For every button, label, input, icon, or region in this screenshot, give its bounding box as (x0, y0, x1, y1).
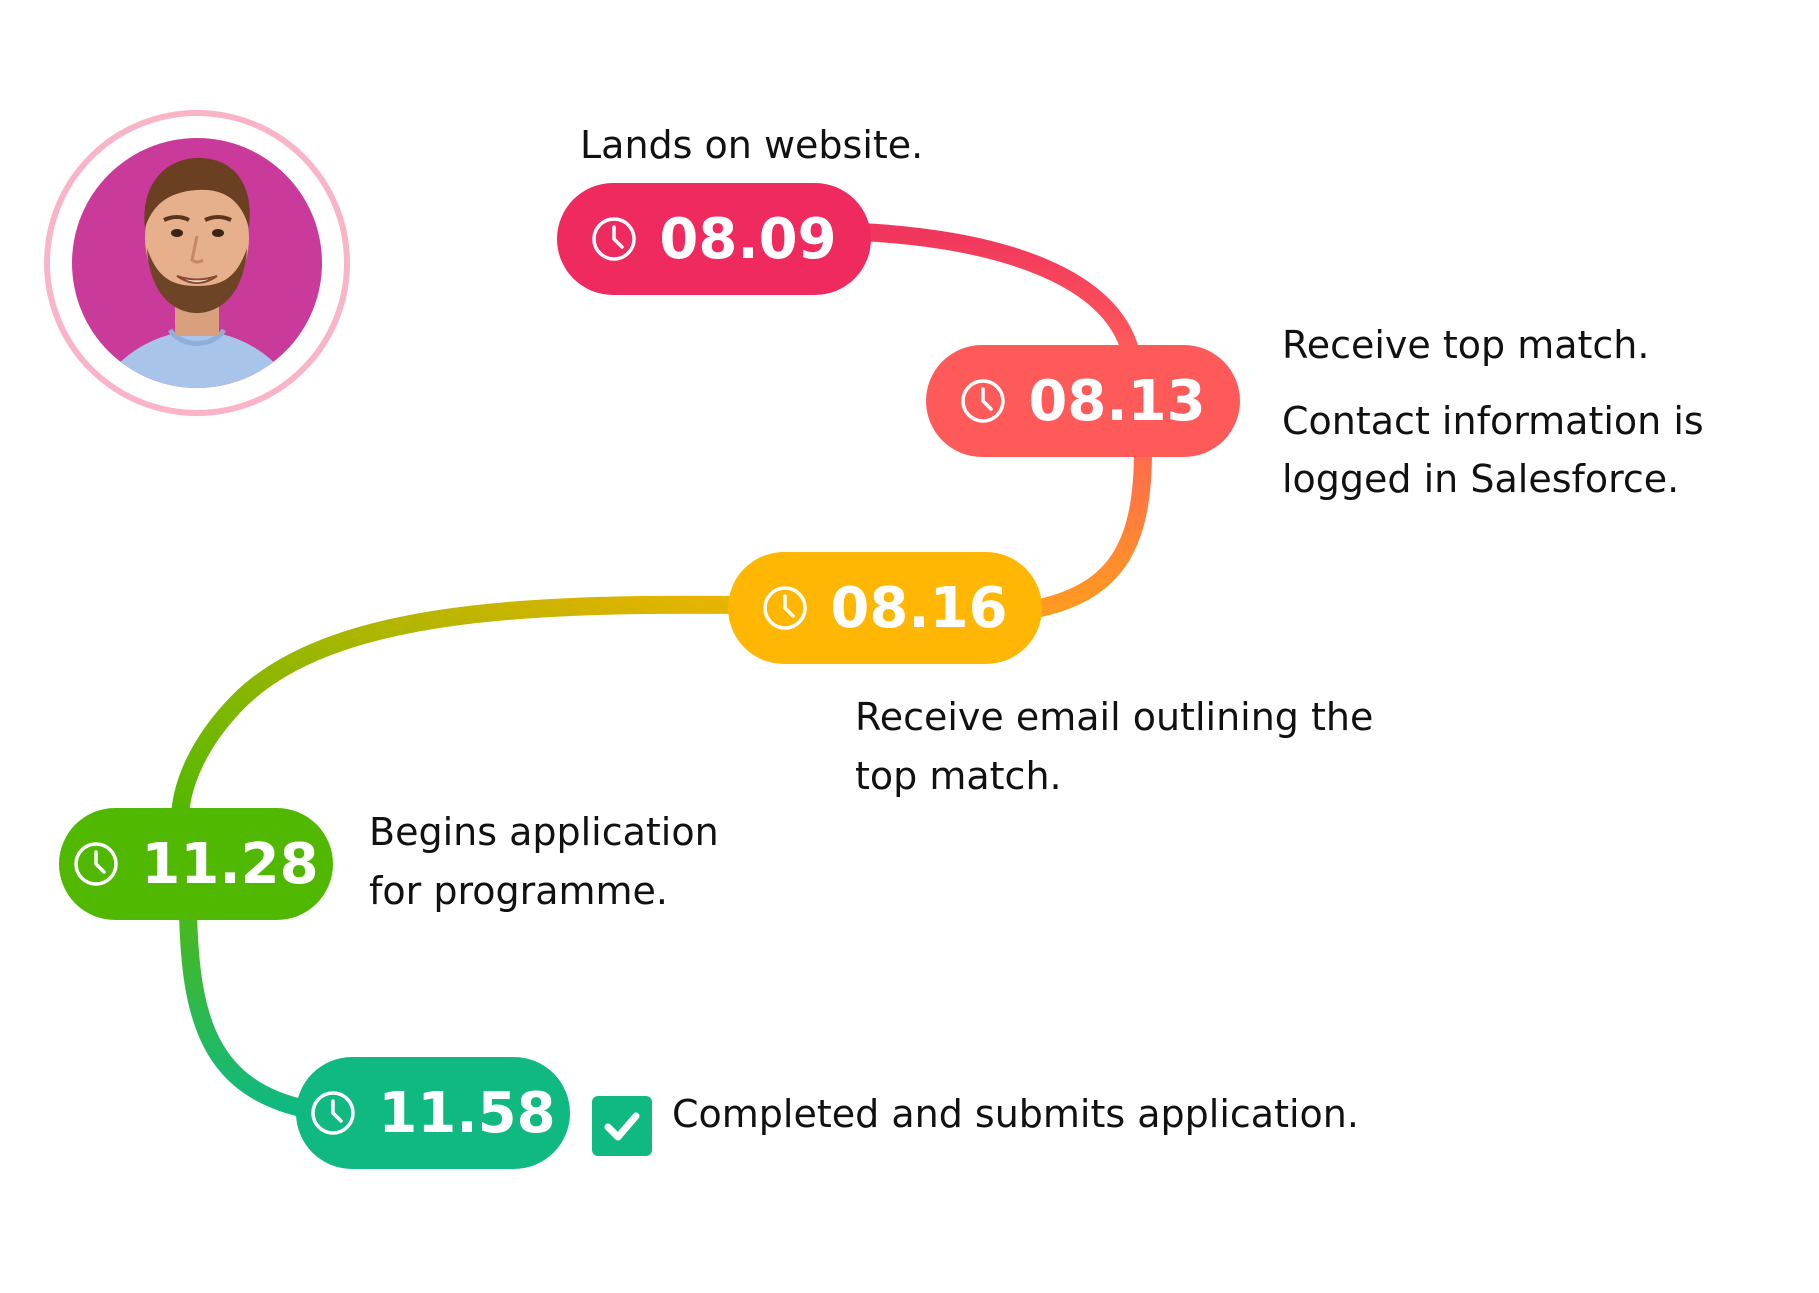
connector-0816-to-1128 (171, 595, 744, 829)
step-label-0813-a: Receive top match. (1282, 323, 1650, 367)
clock-icon (592, 217, 637, 261)
time-label: 08.09 (659, 206, 837, 272)
connector-1128-to-1158 (179, 901, 319, 1119)
step-label-0816-line2: top match. (855, 754, 1062, 798)
clock-icon (74, 842, 119, 886)
clock-icon (763, 586, 808, 630)
step-label-1128-line2: for programme. (369, 869, 669, 913)
time-pill-0809: 08.09 (557, 183, 871, 295)
time-pill-1158: 11.58 (296, 1057, 570, 1169)
connector-0813-to-0816 (1031, 441, 1152, 617)
clock-icon (961, 379, 1006, 423)
time-label: 11.28 (141, 831, 319, 897)
clock-icon (311, 1091, 356, 1135)
time-pill-0813: 08.13 (926, 345, 1240, 457)
avatar (44, 110, 350, 416)
time-pill-0816: 08.16 (728, 552, 1042, 664)
time-pill-1128: 11.28 (59, 808, 333, 920)
step-label-0809: Lands on website. (580, 123, 924, 167)
step-label-0816-line1: Receive email outlining the (855, 695, 1374, 739)
time-label: 08.13 (1028, 368, 1206, 434)
connector-0809-to-0813 (853, 223, 1139, 359)
checkmark-icon (592, 1096, 652, 1156)
time-label: 11.58 (378, 1080, 556, 1146)
step-label-1158: Completed and submits application. (672, 1092, 1359, 1136)
time-label: 08.16 (830, 575, 1008, 641)
step-label-0813-b-line2: logged in Salesforce. (1282, 457, 1680, 501)
step-label-1128-line1: Begins application (369, 810, 719, 854)
step-label-0813-b-line1: Contact information is (1282, 399, 1704, 443)
